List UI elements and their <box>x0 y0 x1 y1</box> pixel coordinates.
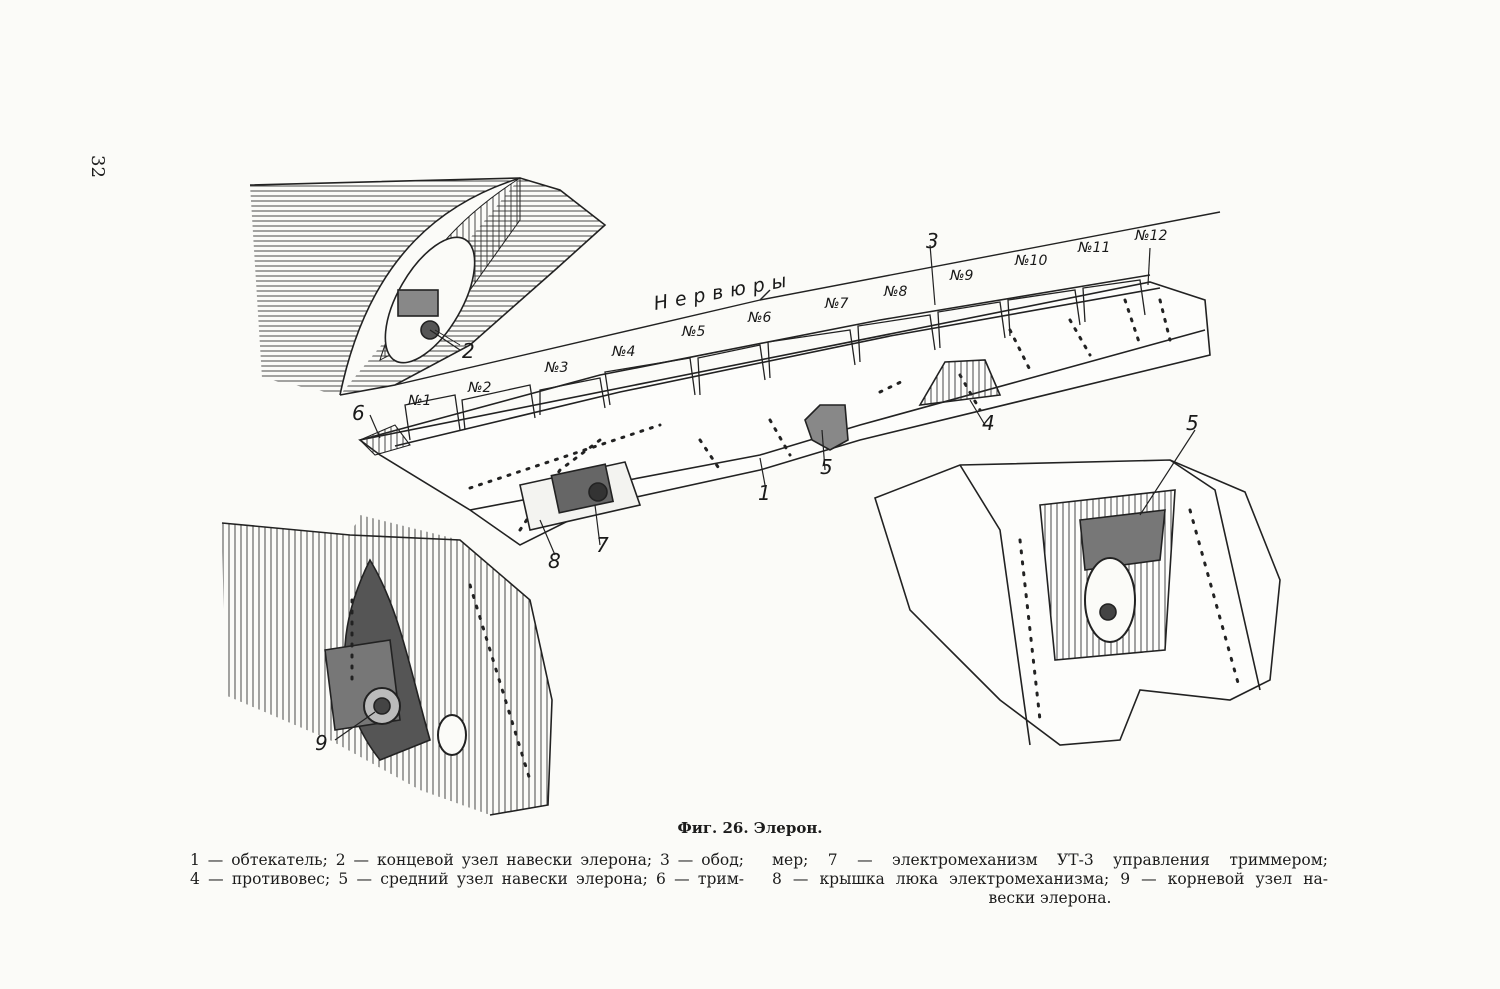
callout-3: 3 <box>926 229 939 253</box>
root-hinge-detail <box>221 515 553 816</box>
legend-right: мер; 7 — электромеханизм УТ-3 управления… <box>772 851 1328 908</box>
callout-8: 8 <box>548 549 561 573</box>
middle-hinge-detail <box>874 459 1281 746</box>
legend-right-line-2: 8 — крышка люка электромеханизма; 9 — ко… <box>772 870 1328 888</box>
callout-4: 4 <box>982 411 995 435</box>
rib-label-12: №12 <box>1134 228 1167 244</box>
rib-label-8: №8 <box>883 284 908 300</box>
leader-lines <box>334 244 1196 741</box>
aileron-body <box>358 274 1211 546</box>
rib-label-10: №10 <box>1014 253 1047 269</box>
rib-label-1: №1 <box>407 393 431 409</box>
rib-label-9: №9 <box>949 268 974 284</box>
legend-left-line-1: 1 — обтекатель; 2 — концевой узел навеск… <box>190 851 744 869</box>
rib-label-11: №11 <box>1077 240 1110 256</box>
tip-hinge-detail <box>249 177 607 396</box>
callout-7: 7 <box>596 533 609 557</box>
callout-6: 6 <box>352 401 365 425</box>
legend-right-line-3: вески элерона. <box>988 889 1112 907</box>
callout-5-mid: 5 <box>820 455 833 479</box>
legend-left-line-2: 4 — противовес; 5 — средний узел навески… <box>190 870 744 888</box>
rib-label-2: №2 <box>467 380 492 396</box>
callout-9: 9 <box>315 731 328 755</box>
legend-right-line-1: мер; 7 — электромеханизм УТ-3 управления… <box>772 851 1328 869</box>
ribs-bracket <box>394 211 1221 386</box>
rib-label-6: №6 <box>747 310 772 326</box>
callout-1: 1 <box>758 481 771 505</box>
legend-left: 1 — обтекатель; 2 — концевой узел навеск… <box>190 851 744 889</box>
rib-label-7: №7 <box>824 296 849 312</box>
callout-5-detail: 5 <box>1186 411 1199 435</box>
figure-caption: Фиг. 26. Элерон. <box>677 819 823 837</box>
rib-label-5: №5 <box>681 324 706 340</box>
rib-label-3: №3 <box>544 360 568 376</box>
callout-2: 2 <box>462 339 475 363</box>
rib-label-4: №4 <box>611 344 635 360</box>
